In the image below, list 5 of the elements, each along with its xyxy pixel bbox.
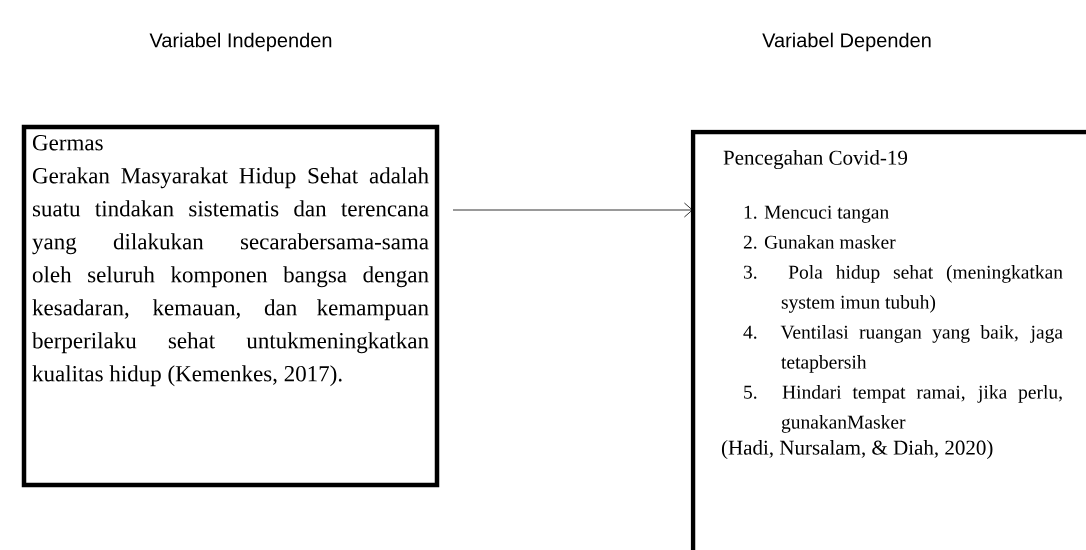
text-box: Germas Gerakan Masyarakat Hidup Sehat adalah suatu tindakan sistematis dan terencana yang dilakukan secarabersama-sama oleh seluruh komponen bangsa dengan kesadaran, kemauan, dan kemampuan berperilaku sehat untukmeningkatkan kualitas hidup (Kemenkes, 2017). — [21, 124, 440, 488]
column-heading: Variabel Dependen — [762, 32, 931, 52]
text-box: Pencegahan Covid-19 1. Mencuci tangan 2. Gunakan masker 3. Pola hidup sehat (meningkatkan system imun tubuh) 4. Ventilasi ruangan yang baik, jaga tetapbersih 5. Hindari tempat ramai, jika perlu, gunakanMasker (Hadi, Nursalam, & Diah, 2020) — [690, 129, 1086, 550]
arrow — [452, 202, 693, 218]
column-heading: Variabel Independen — [149, 32, 332, 52]
